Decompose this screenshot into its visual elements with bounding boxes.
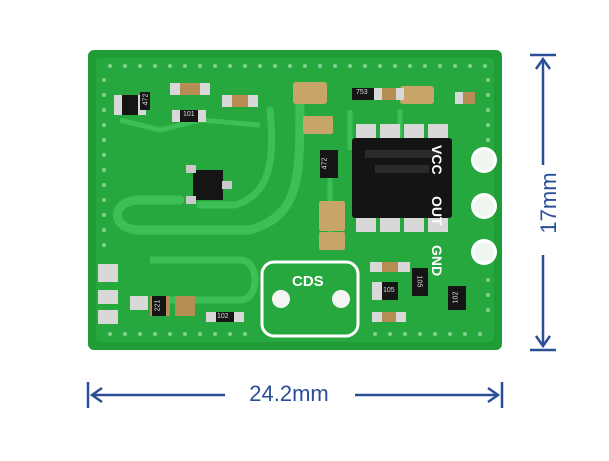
height-dimension-label: 17mm (536, 172, 561, 234)
trace-top (119, 117, 261, 133)
marking-102: 102 (452, 291, 460, 304)
edge-vias-top (108, 64, 487, 68)
pin-label-gnd: GND (429, 245, 445, 277)
capacitor (293, 82, 327, 104)
marking-102-b: 102 (217, 313, 229, 320)
marking-222: 222 (123, 97, 131, 110)
main-ic (352, 124, 452, 232)
pin-holes (471, 147, 497, 265)
marking-753: 753 (356, 89, 368, 96)
antenna-trace (113, 95, 305, 235)
cds-pad-left (272, 290, 290, 308)
marking-101: 101 (183, 111, 195, 118)
edge-vias-left (102, 78, 106, 247)
marking-472-b: 472 (321, 157, 329, 170)
capacitor (303, 116, 333, 134)
transistor-body (193, 170, 223, 200)
marking-221: 221 (154, 299, 162, 312)
left-pads (98, 264, 148, 324)
pin-label-out: OUT (429, 196, 445, 226)
antenna-trace-inner (196, 106, 276, 209)
edge-vias-bottom (108, 332, 482, 336)
width-dimension-label: 24.2mm (249, 381, 329, 406)
marking-105: 105 (383, 287, 395, 294)
edge-vias-right (486, 78, 490, 312)
capacitor (400, 86, 434, 104)
height-dimension (530, 53, 556, 352)
loop-trace (150, 256, 259, 304)
capacitor (319, 232, 345, 250)
capacitor (319, 201, 345, 231)
width-dimension (86, 382, 504, 408)
resistors (114, 88, 466, 322)
pin-label-vcc: VCC (429, 145, 445, 175)
marking-105-b: 105 (415, 275, 423, 288)
cds-outline (260, 260, 360, 338)
marking-472: 472 (142, 93, 150, 106)
cds-label: CDS (292, 273, 324, 290)
cds-pad-right (332, 290, 350, 308)
